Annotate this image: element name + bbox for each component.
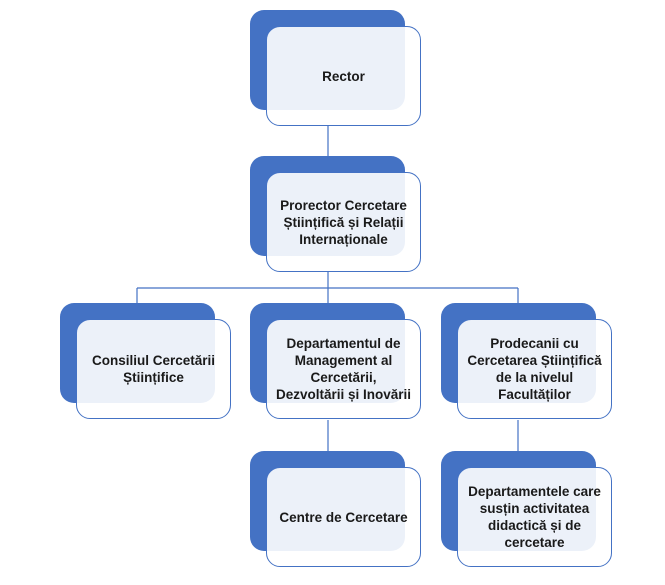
node-rector-label: Rector — [266, 26, 421, 126]
node-centre-label: Centre de Cercetare — [266, 467, 421, 567]
node-departamentul-label: Departamentul de Management al Cercetări… — [266, 319, 421, 419]
node-departamentele-label: Departamentele care susțin activitatea d… — [457, 467, 612, 567]
node-prorector-label: Prorector Cercetare Științifică și Relaț… — [266, 172, 421, 272]
node-consiliul-label: Consiliul Cercetării Științifice — [76, 319, 231, 419]
node-prodecanii-label: Prodecanii cu Cercetarea Științifică de … — [457, 319, 612, 419]
